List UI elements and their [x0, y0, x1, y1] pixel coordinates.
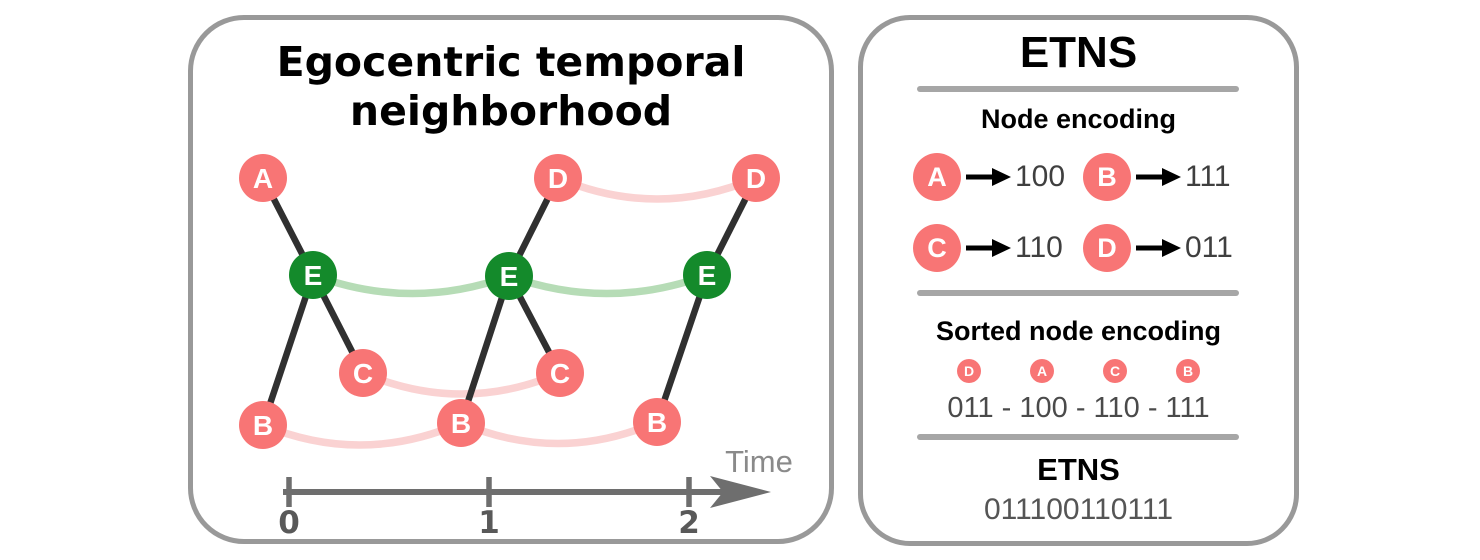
divider: [917, 434, 1239, 440]
left-panel-title: Egocentric temporal neighborhood: [193, 38, 829, 136]
node-B-badge: B: [1083, 153, 1131, 201]
sorted-node-encoding-heading: Sorted node encoding: [935, 316, 1221, 346]
sorted-codes-line: 011 - 100 - 110 - 111: [947, 392, 1210, 424]
right-arrow-icon: [966, 239, 1011, 257]
sorted-node-C-badge: C: [1103, 359, 1127, 383]
sorted-node-A-badge: A: [1030, 359, 1054, 383]
node-encoding-entry-D: D 011: [1083, 224, 1253, 272]
etns-result-value: 011100110111: [983, 493, 1174, 526]
right-arrow-icon: [1136, 239, 1181, 257]
node-C-code: 110: [1015, 231, 1063, 264]
node-A-badge: A: [913, 153, 961, 201]
divider: [917, 290, 1239, 296]
left-panel-title-line1: Egocentric temporal: [276, 38, 746, 86]
node-encoding-heading: Node encoding: [981, 104, 1176, 134]
sorted-node-D-badge: D: [957, 359, 981, 383]
node-encoding-entry-B: B 111: [1083, 153, 1253, 201]
etns-panel-title: ETNS: [1019, 28, 1138, 77]
node-A-code: 100: [1015, 160, 1066, 193]
egocentric-temporal-neighborhood-panel: Egocentric temporal neighborhood: [188, 15, 834, 544]
divider: [917, 86, 1239, 92]
right-arrow-icon: [966, 168, 1011, 186]
node-C-badge: C: [913, 224, 961, 272]
node-encoding-entry-A: A 100: [913, 153, 1083, 201]
right-arrow-icon: [1136, 168, 1181, 186]
node-encoding-entry-C: C 110: [913, 224, 1083, 272]
left-panel-title-line2: neighborhood: [349, 87, 673, 135]
sorted-node-B-badge: B: [1176, 359, 1200, 383]
etns-result-heading: ETNS: [1037, 452, 1120, 487]
node-D-badge: D: [1083, 224, 1131, 272]
node-D-code: 011: [1185, 231, 1233, 264]
node-B-code: 111: [1185, 160, 1231, 193]
